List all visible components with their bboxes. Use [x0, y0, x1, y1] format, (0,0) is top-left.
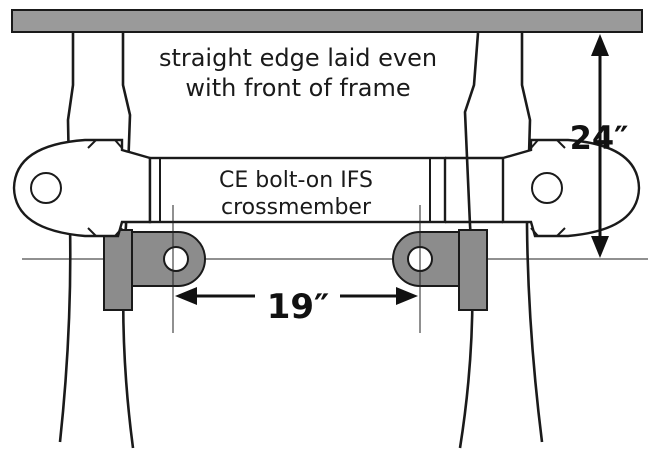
height-dimension-arrow	[591, 34, 609, 258]
height-dimension-label: 24″	[570, 119, 629, 157]
width-dimension-arrow	[175, 287, 418, 305]
straight-edge-bar	[11, 9, 643, 33]
crossmember-label-line1: CE bolt-on IFS	[219, 168, 373, 193]
left-bracket	[103, 229, 206, 311]
crossmember	[12, 138, 641, 238]
width-dimension-label: 19″	[267, 287, 330, 327]
straight-edge-label-line1: straight edge laid even	[159, 44, 437, 72]
straight-edge-label-line2: with front of frame	[185, 74, 410, 102]
crossmember-label-line2: crossmember	[221, 195, 372, 220]
right-frame-rail	[458, 32, 544, 449]
